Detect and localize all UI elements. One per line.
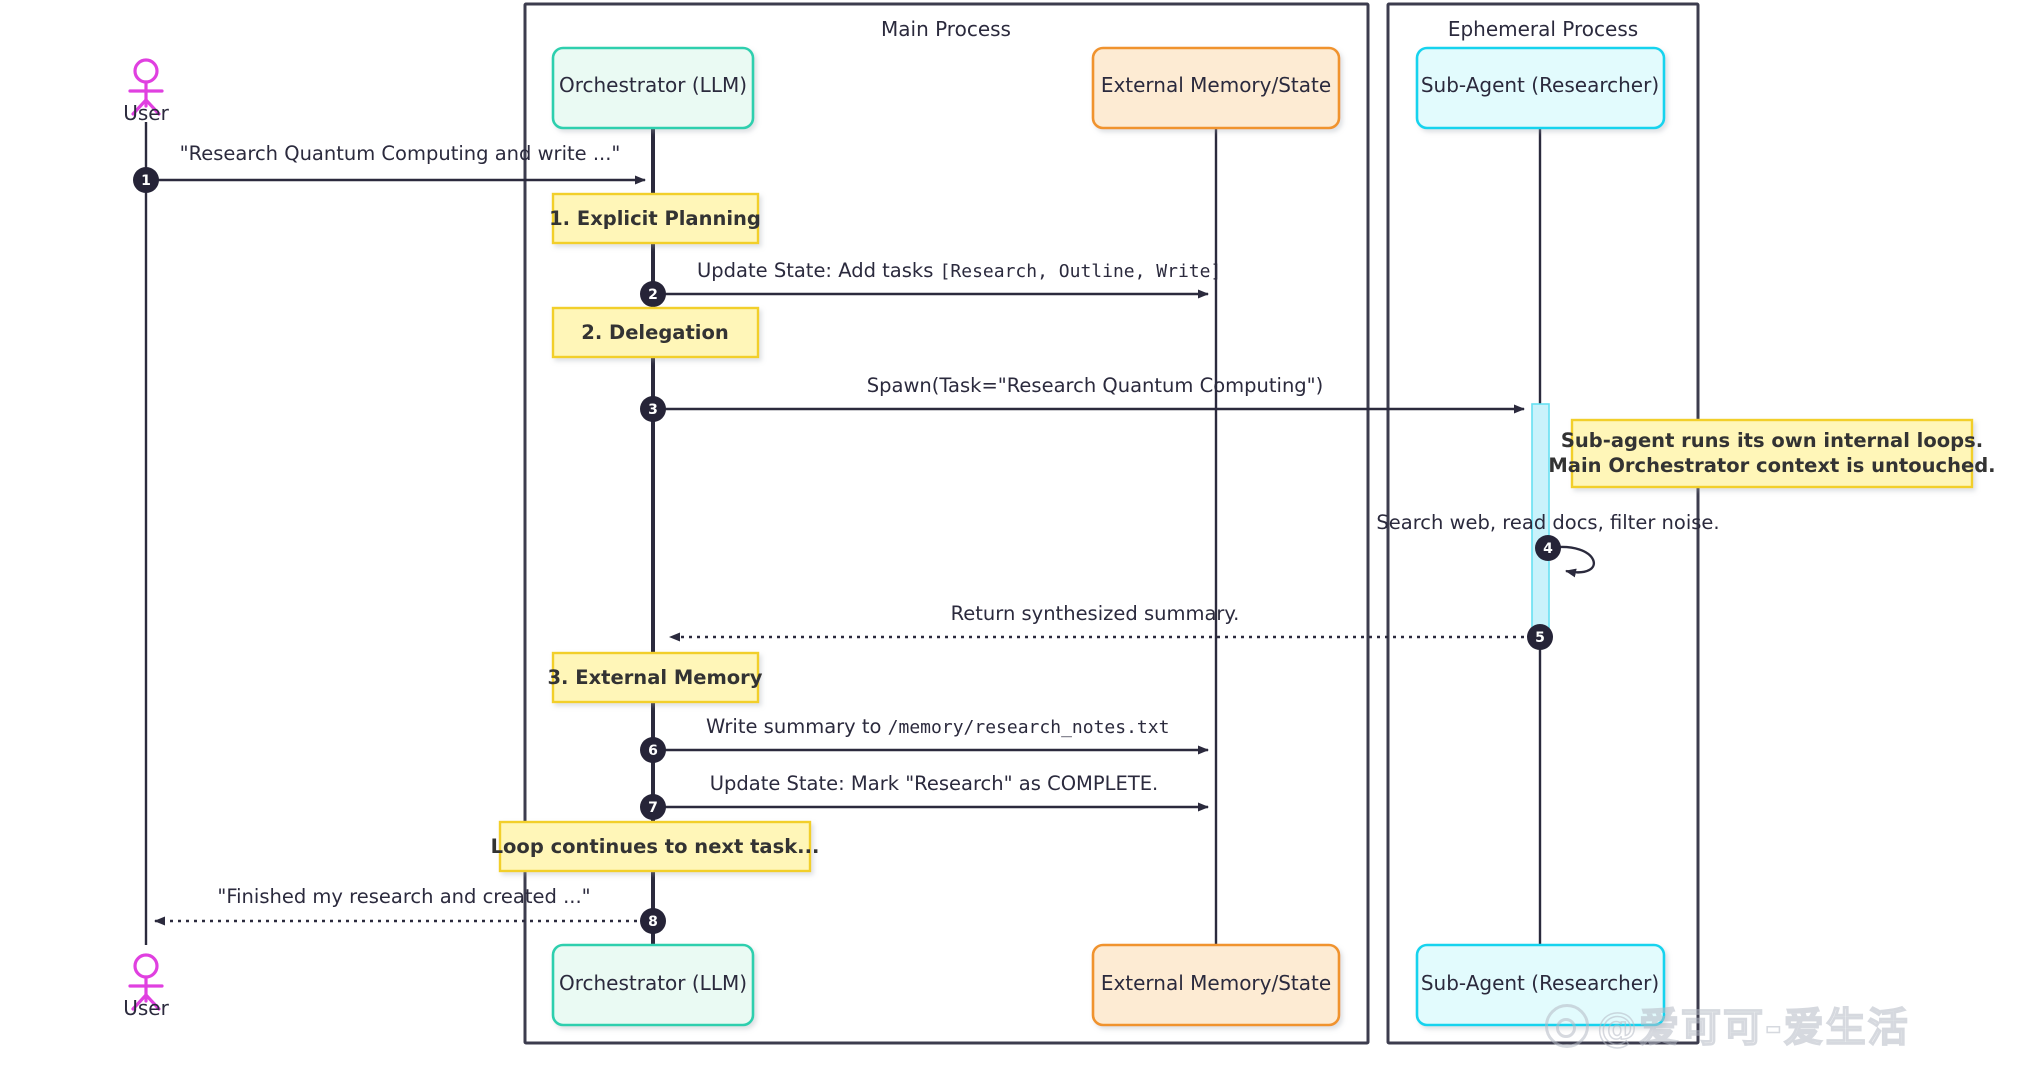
message-2: Update State: Add tasks [Research, Outli… <box>640 259 1221 307</box>
svg-text:8: 8 <box>648 914 658 930</box>
message-7: Update State: Mark "Research" as COMPLET… <box>640 772 1209 820</box>
message-6-label-mono: /memory/research_notes.txt <box>888 717 1170 738</box>
message-1: "Research Quantum Computing and write ..… <box>133 142 646 193</box>
user-actor-icon-bottom <box>128 953 164 1011</box>
sequence-number-6 <box>640 737 666 763</box>
participant-subagent-bottom[interactable]: Sub-Agent (Researcher) <box>1415 943 1666 1027</box>
message-1-label: "Research Quantum Computing and write ..… <box>180 142 621 165</box>
message-4-label: Search web, read docs, filter noise. <box>1376 511 1719 534</box>
svg-text:6: 6 <box>648 743 658 759</box>
message-6-label-plain: Write summary to <box>706 715 888 738</box>
message-3-label: Spawn(Task="Research Quantum Computing") <box>867 374 1324 397</box>
sequence-number-1 <box>133 167 159 193</box>
note-delegation: 2. Delegation <box>551 306 760 359</box>
note-subagent-loops-line-2: Main Orchestrator context is untouched. <box>1548 454 1995 477</box>
svg-text:2: 2 <box>648 287 658 303</box>
note-explicit-planning-text: 1. Explicit Planning <box>549 207 761 230</box>
message-2-label: Update State: Add tasks [Research, Outli… <box>697 259 1221 282</box>
svg-text:5: 5 <box>1535 630 1545 646</box>
sequence-number-7 <box>640 794 666 820</box>
svg-text:1: 1 <box>141 173 151 189</box>
message-7-label: Update State: Mark "Research" as COMPLET… <box>710 772 1159 795</box>
note-explicit-planning: 1. Explicit Planning <box>549 192 761 245</box>
message-4: Search web, read docs, filter noise. 4 <box>1376 511 1720 578</box>
participant-label-subagent-top: Sub-Agent (Researcher) <box>1421 73 1659 97</box>
message-6: Write summary to /memory/research_notes.… <box>640 715 1209 763</box>
group-box-main-process: Main Process <box>523 2 1370 1045</box>
participant-label-orchestrator-bottom: Orchestrator (LLM) <box>559 971 747 995</box>
svg-text:4: 4 <box>1543 541 1553 557</box>
svg-text:3: 3 <box>648 402 658 418</box>
participant-label-orchestrator-top: Orchestrator (LLM) <box>559 73 747 97</box>
message-6-label: Write summary to /memory/research_notes.… <box>706 715 1169 738</box>
sequence-number-3 <box>640 396 666 422</box>
actor-user-top: User <box>123 58 170 125</box>
participant-memory-bottom[interactable]: External Memory/State <box>1091 943 1341 1027</box>
sequence-number-2 <box>640 281 666 307</box>
sequence-number-8 <box>640 908 666 934</box>
message-2-label-plain: Update State: Add tasks <box>697 259 940 282</box>
message-8-label: "Finished my research and created ..." <box>217 885 590 908</box>
user-actor-icon <box>128 58 164 116</box>
note-loop-continues: Loop continues to next task... <box>491 820 820 873</box>
participant-orchestrator-top[interactable]: Orchestrator (LLM) <box>551 46 755 130</box>
participant-orchestrator-bottom[interactable]: Orchestrator (LLM) <box>551 943 755 1027</box>
actor-user-bottom: User <box>123 953 170 1020</box>
note-loop-continues-text: Loop continues to next task... <box>491 835 820 858</box>
sequence-number-5 <box>1527 624 1553 650</box>
participant-memory-top[interactable]: External Memory/State <box>1091 46 1341 130</box>
group-box-ephemeral-process: Ephemeral Process <box>1386 2 1700 1045</box>
participant-label-memory-bottom: External Memory/State <box>1101 971 1331 995</box>
sequence-number-4 <box>1535 535 1561 561</box>
participant-label-subagent-bottom: Sub-Agent (Researcher) <box>1421 971 1659 995</box>
message-3: Spawn(Task="Research Quantum Computing")… <box>640 374 1525 422</box>
group-box-label-ephemeral: Ephemeral Process <box>1448 17 1638 41</box>
note-subagent-loops: Sub-agent runs its own internal loops. M… <box>1548 418 1996 489</box>
svg-text:7: 7 <box>648 800 658 816</box>
actor-label-user-bottom: User <box>123 996 169 1020</box>
participant-subagent-top[interactable]: Sub-Agent (Researcher) <box>1415 46 1666 130</box>
note-subagent-loops-line-1: Sub-agent runs its own internal loops. <box>1561 429 1983 452</box>
group-box-label-main: Main Process <box>881 17 1011 41</box>
message-2-label-mono: [Research, Outline, Write] <box>940 261 1222 282</box>
message-5-label: Return synthesized summary. <box>951 602 1240 625</box>
message-8: "Finished my research and created ..." 8 <box>154 885 666 934</box>
message-5: Return synthesized summary. 5 <box>669 602 1553 650</box>
actor-label-user-top: User <box>123 101 169 125</box>
participant-label-memory-top: External Memory/State <box>1101 73 1331 97</box>
note-delegation-text: 2. Delegation <box>581 321 729 344</box>
note-external-memory: 3. External Memory <box>547 651 763 704</box>
note-external-memory-text: 3. External Memory <box>547 666 762 689</box>
